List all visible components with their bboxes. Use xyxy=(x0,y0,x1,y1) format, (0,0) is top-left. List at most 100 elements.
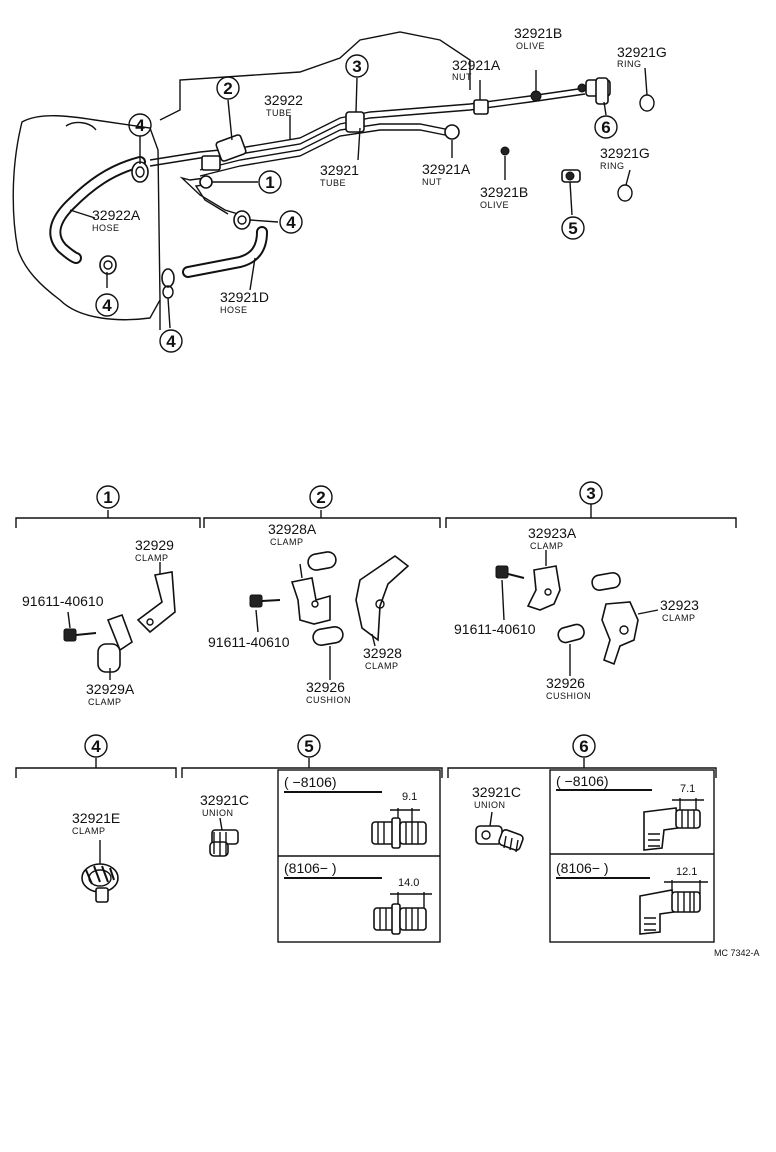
cushion-32926-g3 xyxy=(557,623,585,644)
variant-box-g6 xyxy=(549,769,715,943)
svg-text:32926: 32926 xyxy=(546,675,585,691)
group-2-callout: 2 xyxy=(309,485,333,509)
svg-text:RING: RING xyxy=(617,59,642,69)
hose-clamp-32921e xyxy=(81,863,119,903)
svg-text:32926: 32926 xyxy=(306,679,345,695)
svg-text:14.0: 14.0 xyxy=(398,877,419,889)
group-4-parts: 32921E CLAMP xyxy=(72,810,120,903)
svg-text:32921E: 32921E xyxy=(72,810,120,826)
svg-text:HOSE: HOSE xyxy=(220,305,248,315)
svg-text:32921C: 32921C xyxy=(472,784,521,800)
variant-g5-early: ( −8106) 9.1 xyxy=(284,774,427,849)
hose-clamp-left-bottom xyxy=(99,255,117,275)
svg-text:32928A: 32928A xyxy=(268,521,317,537)
svg-text:CLAMP: CLAMP xyxy=(530,541,564,551)
svg-text:32921A: 32921A xyxy=(422,161,471,177)
group-brackets-row1 xyxy=(15,504,737,528)
label-32921e-clamp: 32921E CLAMP xyxy=(72,810,120,836)
label-32921a-nut-upper: 32921A NUT xyxy=(452,57,501,82)
svg-text:UNION: UNION xyxy=(474,800,506,810)
union-32921c-g6 xyxy=(475,825,524,853)
svg-text:32921A: 32921A xyxy=(452,57,501,73)
tube-clamp-3 xyxy=(345,111,365,133)
svg-text:91611-40610: 91611-40610 xyxy=(22,593,104,609)
svg-text:5: 5 xyxy=(568,219,577,238)
svg-text:CUSHION: CUSHION xyxy=(306,695,351,705)
label-32921b-olive-lower: 32921B OLIVE xyxy=(480,184,528,210)
bolt-91611-g3 xyxy=(495,565,525,579)
bolt-91611-g2 xyxy=(249,594,281,608)
union-32921c-g5 xyxy=(209,829,239,857)
svg-text:9.1: 9.1 xyxy=(402,791,417,803)
svg-text:32921G: 32921G xyxy=(600,145,650,161)
svg-text:(8106− ): (8106− ) xyxy=(556,860,609,876)
label-32921-tube: 32921 TUBE xyxy=(320,162,359,188)
union-variant-g5-late xyxy=(373,903,427,935)
drawing-reference-code: MC 7342-A xyxy=(714,948,760,958)
union-variant-g6-late xyxy=(639,889,701,935)
group-6-callout: 6 xyxy=(572,734,596,758)
svg-text:32928: 32928 xyxy=(363,645,402,661)
group-3-parts: 32923A CLAMP 91611-40610 32923 CLAMP 329… xyxy=(454,525,699,701)
svg-text:32922A: 32922A xyxy=(92,207,141,223)
svg-text:32923A: 32923A xyxy=(528,525,577,541)
group-2-parts: 32928A CLAMP 91611-40610 32928 CLAMP 329… xyxy=(208,521,410,705)
svg-text:32929A: 32929A xyxy=(86,681,135,697)
top-callout-3: 3 xyxy=(345,54,369,78)
svg-text:32922: 32922 xyxy=(264,92,303,108)
svg-text:32921D: 32921D xyxy=(220,289,269,305)
svg-text:32929: 32929 xyxy=(135,537,174,553)
svg-text:2: 2 xyxy=(316,488,325,507)
svg-text:1: 1 xyxy=(265,173,274,192)
clamp-32923a-shape xyxy=(526,565,561,611)
svg-text:4: 4 xyxy=(166,332,176,351)
top-leader-lines xyxy=(69,67,648,329)
housing-flange xyxy=(65,121,97,131)
label-91611-40610-g1: 91611-40610 xyxy=(22,593,104,609)
label-32921g-ring-upper: 32921G RING xyxy=(617,44,667,69)
label-32928-clamp: 32928 CLAMP xyxy=(363,645,402,671)
clamp-32928-shape xyxy=(355,555,410,642)
svg-text:CLAMP: CLAMP xyxy=(270,537,304,547)
svg-text:32921B: 32921B xyxy=(514,25,562,41)
svg-text:32921: 32921 xyxy=(320,162,359,178)
tube-branch-down xyxy=(179,176,239,215)
label-32921g-ring-lower: 32921G RING xyxy=(600,145,650,171)
tube-32921-outer xyxy=(199,123,451,171)
svg-text:5: 5 xyxy=(304,737,313,756)
svg-text:32921G: 32921G xyxy=(617,44,667,60)
svg-text:3: 3 xyxy=(352,57,361,76)
label-32929a-clamp: 32929A CLAMP xyxy=(86,681,135,707)
svg-text:( −8106): ( −8106) xyxy=(284,774,337,790)
group-1-parts: 32929 CLAMP 91611-40610 32929A CLAMP xyxy=(22,537,176,707)
label-32921d-hose: 32921D HOSE xyxy=(220,289,269,315)
top-callout-2: 2 xyxy=(216,76,240,100)
tube-nut-right xyxy=(473,99,489,115)
svg-text:RING: RING xyxy=(600,161,625,171)
bolt-91611-g1 xyxy=(63,628,97,642)
svg-text:CLAMP: CLAMP xyxy=(662,613,696,623)
svg-text:TUBE: TUBE xyxy=(266,108,292,118)
label-32921c-union-g5: 32921C UNION xyxy=(200,792,249,818)
svg-text:NUT: NUT xyxy=(452,72,472,82)
top-callout-1: 1 xyxy=(258,170,282,194)
svg-text:32921C: 32921C xyxy=(200,792,249,808)
cushion-32926-g2 xyxy=(312,625,344,647)
label-91611-40610-g2: 91611-40610 xyxy=(208,634,290,650)
svg-text:91611-40610: 91611-40610 xyxy=(454,621,536,637)
hose-clamp-center-bottom xyxy=(161,268,175,299)
label-32921a-nut-lower: 32921A NUT xyxy=(422,161,471,187)
group-6-parts: 32921C UNION ( −8106) 7.1 (8106− ) 12.1 xyxy=(472,769,715,943)
label-32929-clamp: 32929 CLAMP xyxy=(135,537,174,563)
label-32922-tube: 32922 TUBE xyxy=(264,92,303,118)
ring-lower xyxy=(617,184,633,202)
top-assembly: 4 2 3 1 4 4 4 6 xyxy=(12,25,667,353)
svg-text:NUT: NUT xyxy=(422,177,442,187)
olive-upper xyxy=(530,90,542,102)
variant-g6-early: ( −8106) 7.1 xyxy=(556,773,704,851)
hose-32922a-core xyxy=(51,158,144,262)
group-brackets-row2 xyxy=(15,758,717,778)
svg-text:6: 6 xyxy=(579,737,588,756)
union-variant-g6-early xyxy=(643,807,701,851)
